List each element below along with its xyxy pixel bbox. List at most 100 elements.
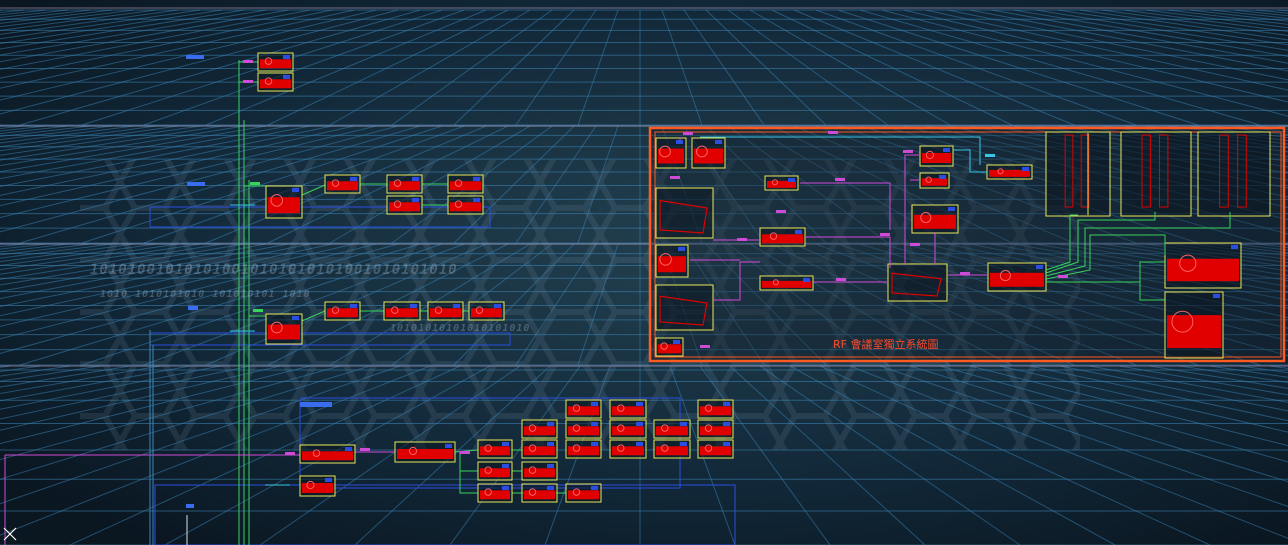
device-block bbox=[759, 227, 806, 247]
grid-line-v bbox=[0, 9, 157, 31]
device-block bbox=[565, 483, 602, 503]
device-block bbox=[655, 187, 714, 239]
grid-line-v bbox=[815, 243, 1137, 366]
device-tag bbox=[283, 75, 290, 79]
grid-line-v bbox=[909, 365, 1288, 483]
device-block bbox=[386, 174, 423, 194]
device-block bbox=[565, 439, 602, 459]
device-tag bbox=[1036, 265, 1043, 269]
device-tag bbox=[412, 177, 419, 181]
binary-watermark-row-1: 101010010101010010101010101001010101010 bbox=[90, 262, 458, 278]
device-body bbox=[990, 272, 1044, 287]
grid-line-v bbox=[771, 9, 1013, 126]
grid-line-v bbox=[969, 9, 1288, 72]
grid-line-v bbox=[143, 9, 465, 126]
grid-line-v bbox=[205, 9, 487, 126]
device-knob bbox=[454, 179, 463, 187]
grid-line-v bbox=[577, 243, 619, 366]
device-block bbox=[394, 441, 456, 463]
device-knob bbox=[704, 424, 713, 432]
rf-device-blocks bbox=[655, 131, 1271, 359]
grid-line-v bbox=[391, 9, 553, 126]
grid-line-v bbox=[759, 365, 1021, 545]
grid-line-v bbox=[0, 365, 221, 410]
label-tag bbox=[253, 309, 263, 312]
device-body bbox=[386, 308, 418, 318]
device-knob bbox=[312, 449, 321, 457]
device-tag bbox=[547, 442, 554, 446]
label-tag bbox=[903, 150, 913, 153]
device-block bbox=[759, 275, 814, 291]
label-tag bbox=[828, 131, 838, 134]
device-tag bbox=[943, 148, 950, 152]
device-tag bbox=[948, 207, 955, 211]
device-knob bbox=[572, 488, 581, 496]
device-knob bbox=[925, 176, 932, 183]
device-body bbox=[1167, 315, 1221, 349]
label-tag bbox=[360, 448, 370, 451]
device-body bbox=[656, 446, 688, 456]
device-body bbox=[700, 406, 731, 416]
device-knob bbox=[264, 57, 273, 65]
device-knob bbox=[572, 444, 581, 452]
label-tag bbox=[700, 345, 710, 348]
device-block bbox=[697, 399, 734, 419]
grid-line-v bbox=[819, 365, 1211, 545]
grid-line-v bbox=[0, 125, 157, 148]
device-knob bbox=[617, 444, 625, 452]
grid-line-v bbox=[1123, 125, 1288, 149]
device-body bbox=[302, 451, 353, 461]
grid-line-v bbox=[1101, 9, 1288, 36]
device-knob bbox=[270, 321, 283, 334]
device-body bbox=[568, 426, 599, 436]
device-knob bbox=[528, 466, 537, 474]
grid-line-v bbox=[727, 243, 889, 366]
grid-line-v bbox=[1013, 243, 1288, 294]
crosshair-x-icon bbox=[3, 527, 17, 541]
grid-line-v bbox=[999, 365, 1288, 433]
device-body bbox=[767, 180, 796, 188]
device-body bbox=[762, 280, 811, 288]
grid-line-v bbox=[0, 125, 399, 233]
device-knob bbox=[704, 444, 713, 452]
grid-line-v bbox=[879, 365, 1288, 507]
device-body bbox=[268, 197, 300, 214]
grid-line-v bbox=[577, 9, 619, 126]
device-tag bbox=[292, 316, 299, 320]
grid-line-v bbox=[727, 125, 889, 244]
grid-line-v bbox=[81, 243, 443, 366]
grid-line-v bbox=[749, 9, 951, 126]
device-knob bbox=[659, 253, 672, 266]
grid-line-v bbox=[771, 243, 1013, 366]
device-knob bbox=[572, 404, 581, 412]
device-knob bbox=[454, 200, 463, 208]
grid-line-v bbox=[0, 243, 267, 292]
grid-line-v bbox=[0, 365, 191, 402]
grid-line-v bbox=[0, 125, 355, 207]
device-knob bbox=[393, 179, 402, 187]
rf-system-panel[interactable] bbox=[648, 126, 1286, 363]
grid-line-v bbox=[0, 9, 399, 115]
device-body bbox=[268, 324, 300, 340]
device-block bbox=[919, 145, 954, 167]
grid-line-v bbox=[729, 365, 926, 545]
device-body bbox=[694, 148, 723, 164]
device-block bbox=[257, 72, 294, 92]
device-body bbox=[450, 181, 481, 191]
device-tag bbox=[676, 140, 683, 144]
device-knob bbox=[393, 200, 402, 208]
device-knob bbox=[528, 424, 537, 432]
grid-line-v bbox=[0, 365, 251, 420]
device-tag bbox=[345, 447, 352, 451]
grid-line-v bbox=[1029, 365, 1288, 422]
label-tag bbox=[683, 132, 693, 135]
grid-line-v bbox=[991, 243, 1288, 301]
device-knob bbox=[408, 446, 418, 456]
grid-line-v bbox=[0, 243, 355, 327]
grid-line-v bbox=[683, 243, 765, 366]
grid-line-v bbox=[1101, 243, 1288, 272]
device-knob bbox=[264, 77, 273, 85]
device-tag bbox=[350, 177, 357, 181]
device-knob bbox=[925, 150, 935, 160]
